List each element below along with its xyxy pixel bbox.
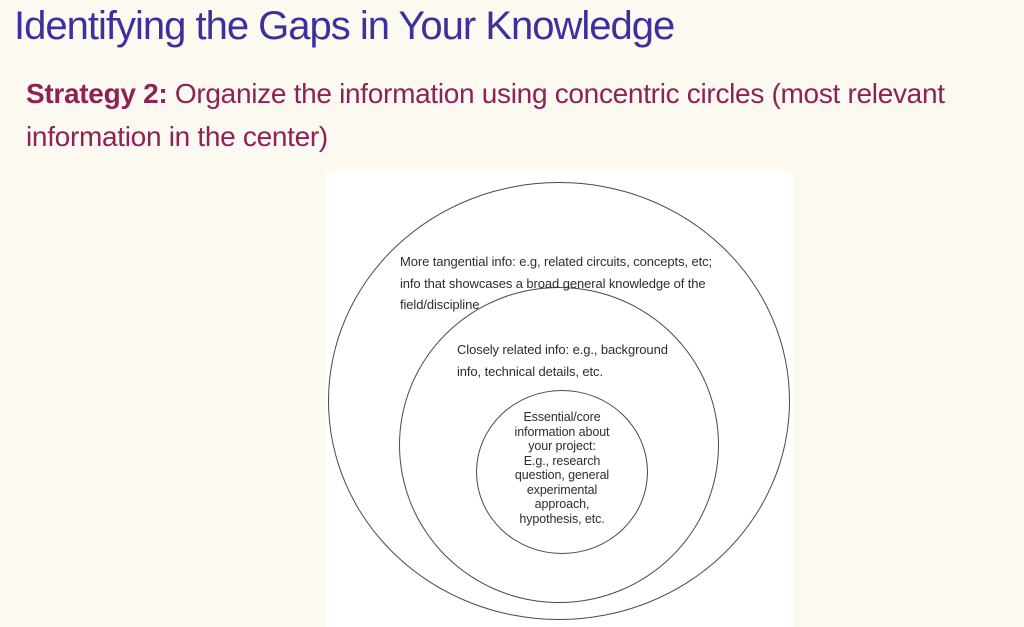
concentric-circles-panel: More tangential info: e.g, related circu… — [325, 171, 793, 627]
outer-ring-label: More tangential info: e.g, related circu… — [400, 254, 713, 312]
inner-ring-label: Essential/core information about your pr… — [514, 410, 610, 526]
page-title: Identifying the Gaps in Your Knowledge — [14, 4, 675, 48]
middle-ring-label: Closely related info: e.g., background i… — [457, 342, 668, 379]
subtitle: Strategy 2: Organize the information usi… — [26, 72, 1018, 158]
subtitle-text: Organize the information using concentri… — [26, 78, 945, 152]
outer-circle — [328, 182, 790, 620]
middle-circle — [399, 287, 719, 603]
inner-circle — [476, 390, 648, 554]
subtitle-strategy-label: Strategy 2: — [26, 78, 168, 109]
